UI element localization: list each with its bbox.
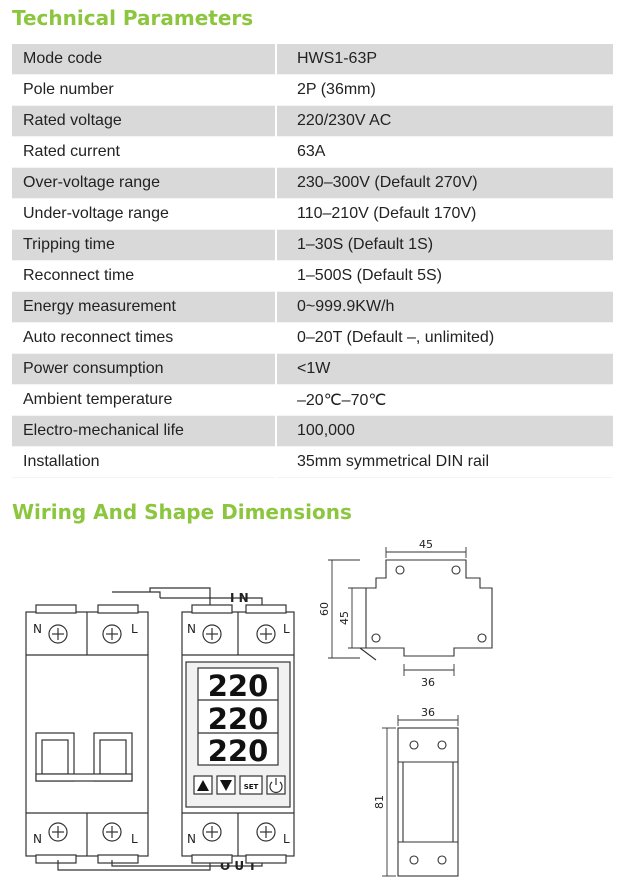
- param-value: <1W: [276, 353, 613, 385]
- section-title-wiring: Wiring And Shape Dimensions: [12, 500, 352, 524]
- param-value: 2P (36mm): [276, 74, 613, 106]
- param-value: 63A: [276, 136, 613, 168]
- protector-label-n-bottom: N: [187, 832, 196, 846]
- front-dimension-drawing: [359, 559, 493, 661]
- param-key: Energy measurement: [12, 291, 277, 323]
- param-key: Pole number: [12, 74, 277, 106]
- display-row-1: 220: [208, 669, 269, 703]
- param-value: –20℃–70℃: [276, 384, 613, 416]
- side-dimension-lines: [382, 715, 459, 877]
- wiring-and-dimensions-diagram: N L N L I N O U T N L N L: [25, 538, 493, 877]
- param-key: Reconnect time: [12, 260, 277, 292]
- side-dimension-drawing: [397, 727, 459, 877]
- protector-buttons: [193, 775, 286, 795]
- protector-terminals: [202, 624, 276, 842]
- param-key: Auto reconnect times: [12, 322, 277, 354]
- param-value: 230–300V (Default 270V): [276, 167, 613, 199]
- voltage-protector: [181, 604, 295, 864]
- circuit-breaker: [25, 604, 149, 864]
- param-value: 100,000: [276, 415, 613, 447]
- breaker-label-l-bottom: L: [131, 832, 138, 846]
- lcd-screen: [197, 667, 279, 766]
- display-row-2: 220: [208, 702, 269, 736]
- dim-front-width: 45: [419, 538, 433, 551]
- param-value: 1–30S (Default 1S): [276, 229, 613, 261]
- param-row: Power consumption<1W: [12, 353, 613, 385]
- dim-front-height-outer: 60: [318, 602, 331, 616]
- dim-side-height: 81: [373, 795, 386, 809]
- protector-label-l-bottom: L: [283, 832, 290, 846]
- dim-front-bottom-width: 36: [421, 676, 435, 689]
- protector-label-n-top: N: [187, 622, 196, 636]
- front-dimension-lines: [328, 547, 467, 676]
- param-row: Ambient temperature–20℃–70℃: [12, 384, 613, 416]
- protector-label-l-top: L: [283, 622, 290, 636]
- param-key: Under-voltage range: [12, 198, 277, 230]
- breaker-label-n-top: N: [33, 622, 42, 636]
- param-value: 0–20T (Default –, unlimited): [276, 322, 613, 354]
- param-key: Installation: [12, 446, 277, 478]
- param-key: Power consumption: [12, 353, 277, 385]
- param-key: Over-voltage range: [12, 167, 277, 199]
- param-key: Tripping time: [12, 229, 277, 261]
- param-key: Ambient temperature: [12, 384, 277, 416]
- param-value: 110–210V (Default 170V): [276, 198, 613, 230]
- param-value: 35mm symmetrical DIN rail: [276, 446, 613, 478]
- display-row-3: 220: [208, 734, 269, 768]
- set-label: SET: [244, 783, 259, 791]
- set-button-icon: [239, 775, 263, 795]
- param-value: 1–500S (Default 5S): [276, 260, 613, 292]
- param-key: Rated voltage: [12, 105, 277, 137]
- dim-front-height-inner: 45: [338, 611, 351, 625]
- param-value: 220/230V AC: [276, 105, 613, 137]
- param-value: HWS1-63P: [276, 44, 613, 75]
- dim-side-width: 36: [421, 706, 435, 719]
- breaker-label-l-top: L: [131, 622, 138, 636]
- param-key: Rated current: [12, 136, 277, 168]
- param-key: Mode code: [12, 44, 277, 75]
- param-value: 0~999.9KW/h: [276, 291, 613, 323]
- param-key: Electro-mechanical life: [12, 415, 277, 447]
- breaker-terminals: [48, 624, 122, 842]
- label-in: I N: [230, 591, 249, 605]
- section-title-technical-parameters: Technical Parameters: [12, 6, 254, 30]
- breaker-label-n-bottom: N: [33, 832, 42, 846]
